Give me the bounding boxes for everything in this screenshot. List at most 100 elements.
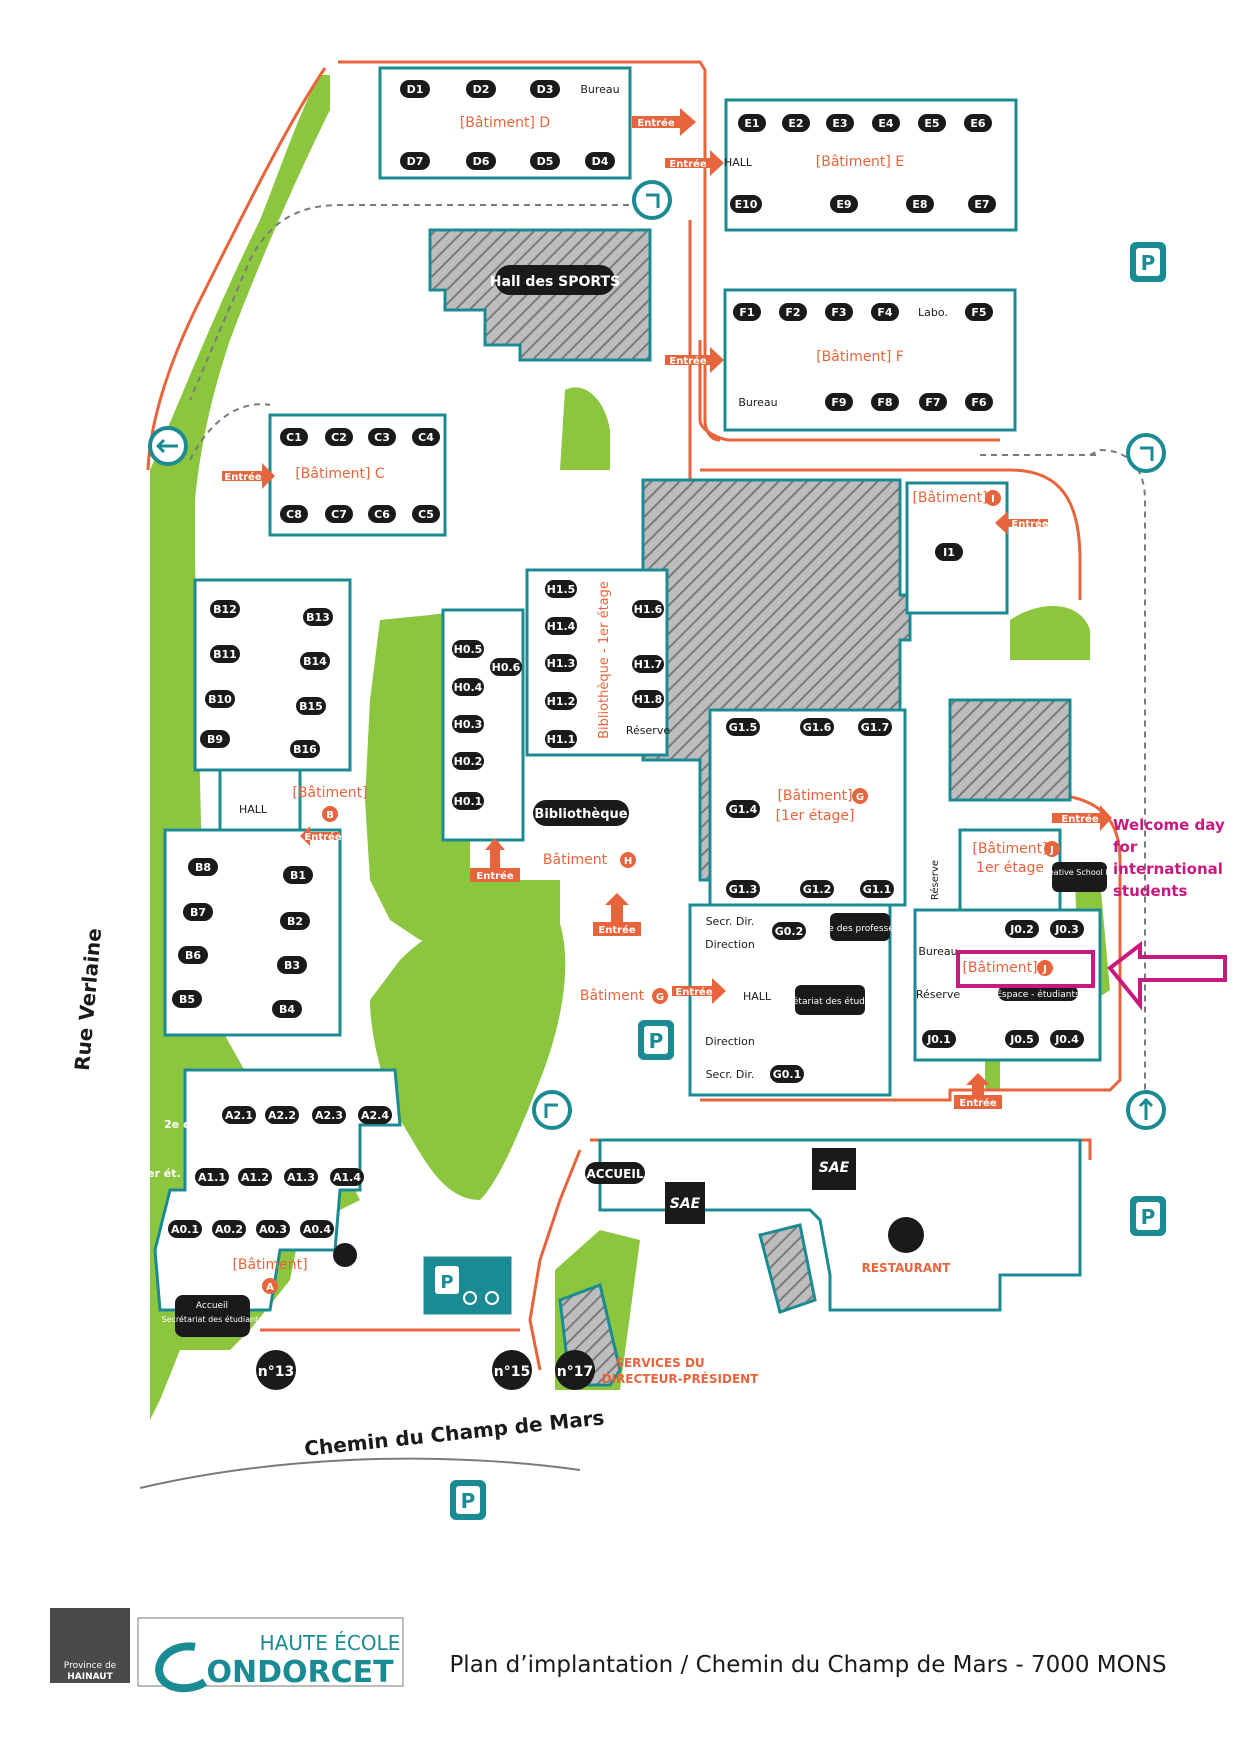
room-pills-d-bottom: D7 D6 D5 D4: [400, 152, 615, 170]
entree-d: Entrée: [637, 117, 674, 129]
building-d-label: [Bâtiment] D: [460, 115, 550, 131]
room-c4: C4: [418, 431, 434, 444]
room-d3: D3: [537, 83, 554, 96]
room-j04: J0.4: [1054, 1033, 1079, 1046]
room-h12: H1.2: [547, 695, 576, 708]
room-a04: A0.4: [303, 1223, 331, 1236]
building-e-label: [Bâtiment] E: [816, 154, 904, 170]
building-j-letter-2: J: [1042, 964, 1047, 975]
building-i-label: [Bâtiment]: [912, 490, 987, 506]
building-e[interactable]: E1 E2 E3 E4 E5 E6 HALL [Bâtiment] E E10 …: [724, 114, 996, 213]
svg-text:SAE: SAE: [670, 1196, 701, 1212]
bike-parking-icon[interactable]: P: [435, 1266, 499, 1305]
room-b8: B8: [195, 861, 211, 874]
entree-e: Entrée: [669, 158, 706, 170]
room-pills-d-top: D1 D2 D3 Bureau: [400, 80, 620, 98]
street-rue-verlaine: Rue Verlaine: [70, 927, 106, 1072]
condorcet-logo-frame: [137, 1617, 404, 1687]
reserve-j-2: Réserve: [916, 988, 960, 1001]
reserve-j-1: Réserve: [929, 860, 941, 900]
room-pills-f-top: F1 F2 F3 F4 Labo. F5: [733, 303, 993, 321]
building-b[interactable]: B12 B11 B10 B9 B13 B14 B15 B16 HALL [Bât…: [172, 600, 368, 1018]
building-g-label: [Bâtiment]: [777, 788, 852, 804]
room-d5: D5: [537, 155, 554, 168]
turn-right-icon[interactable]: [532, 1090, 572, 1130]
building-g-ground-letter: G: [656, 992, 664, 1003]
room-e9: E9: [836, 198, 851, 211]
building-c[interactable]: C1 C2 C3 C4 [Bâtiment] C C8 C7 C6 C5: [280, 428, 440, 523]
room-b9: B9: [207, 733, 223, 746]
sae-logo-2: [812, 1148, 856, 1190]
number-13: n°13: [258, 1364, 294, 1380]
welcome-day-annotation[interactable]: Welcome day for international students: [956, 816, 1230, 1011]
reserve-h: Réserve: [626, 724, 670, 737]
secretariat-g: Secrétariat des étudiants: [773, 996, 887, 1007]
entree-f: Entrée: [669, 355, 706, 367]
room-a03: A0.3: [259, 1223, 287, 1236]
hall-des-sports[interactable]: Hall des SPORTS: [490, 265, 620, 295]
room-h14: H1.4: [547, 620, 576, 633]
parking-signs[interactable]: P P P P P: [435, 242, 1166, 1520]
parking-icon-se[interactable]: P: [1130, 1196, 1166, 1236]
room-d4: D4: [592, 155, 609, 168]
room-g02: G0.2: [775, 925, 804, 938]
entree-g: Entrée: [675, 986, 712, 998]
hall-b: HALL: [239, 803, 268, 816]
room-pills-f-bottom: F9 F8 F7 F6: [825, 393, 993, 411]
building-g[interactable]: G1.5 G1.6 G1.7 G1.4 [Bâtiment] G [1er ét…: [580, 718, 908, 1083]
j-etage: 1er étage: [976, 860, 1044, 876]
room-f2: F2: [785, 306, 800, 319]
road-outlines: [146, 60, 1122, 1371]
room-a21: A2.1: [225, 1109, 253, 1122]
building-f-label: [Bâtiment] F: [816, 349, 904, 365]
building-g-letter: G: [856, 792, 864, 803]
room-h02: H0.2: [454, 755, 483, 768]
salle-professeurs: Salle des professeurs: [812, 924, 908, 934]
parking-icon-ne[interactable]: P: [1130, 242, 1166, 282]
building-a[interactable]: 2e ét. 1er ét. RDC A2.1 A2.2 A2.3 A2.4 A…: [122, 1106, 392, 1337]
building-i[interactable]: [Bâtiment] I I1: [912, 490, 1001, 561]
building-j[interactable]: [Bâtiment] J 1er étage Creative School L…: [916, 841, 1120, 1048]
building-b-letter: B: [326, 810, 334, 821]
restaurant-label: RESTAURANT: [862, 1261, 952, 1275]
building-h-label: Bâtiment: [543, 852, 608, 868]
building-f[interactable]: F1 F2 F3 F4 Labo. F5 [Bâtiment] F Bureau…: [733, 303, 993, 411]
room-b6: B6: [185, 949, 201, 962]
footer-title: Plan d’implantation / Chemin du Champ de…: [449, 1652, 1166, 1678]
room-i1: I1: [943, 546, 955, 559]
turn-left-icon-right[interactable]: [1126, 433, 1166, 473]
street-chemin-champ-de-mars: Chemin du Champ de Mars: [303, 1405, 605, 1460]
floor-2-label: 2e ét.: [164, 1118, 200, 1131]
direction-arrows: [155, 193, 1154, 1120]
turn-left-icon-top[interactable]: [632, 180, 672, 220]
bureau-f: Bureau: [738, 396, 777, 409]
room-g17: G1.7: [861, 721, 890, 734]
parking-icon-s[interactable]: P: [450, 1480, 486, 1520]
room-f5: F5: [971, 306, 986, 319]
parking-icon-g[interactable]: P: [638, 1020, 674, 1060]
room-b12: B12: [213, 603, 237, 616]
labo-f: Labo.: [918, 306, 948, 319]
room-h13: H1.3: [547, 657, 576, 670]
floor-0-label: RDC: [122, 1218, 148, 1231]
room-d7: D7: [407, 155, 424, 168]
room-c2: C2: [331, 431, 347, 444]
room-j03: J0.3: [1054, 923, 1079, 936]
room-e3: E3: [832, 117, 847, 130]
room-e2: E2: [788, 117, 803, 130]
svg-text:P: P: [1141, 251, 1156, 275]
secr-dir-1: Secr. Dir.: [706, 915, 755, 928]
room-h03: H0.3: [454, 718, 483, 731]
room-b7: B7: [190, 906, 206, 919]
building-h[interactable]: H0.5 H0.4 H0.3 H0.2 H0.1 H0.6 H1.5 H1.4 …: [452, 580, 670, 868]
room-b1: B1: [290, 869, 306, 882]
annotation-arrow-icon: [1107, 940, 1227, 1011]
room-a01: A0.1: [171, 1223, 199, 1236]
svg-text:P: P: [461, 1489, 476, 1513]
building-d[interactable]: D1 D2 D3 Bureau [Bâtiment] D D7 D6 D5 D4: [400, 80, 620, 170]
direction-2: Direction: [705, 1035, 755, 1048]
secr-dir-2: Secr. Dir.: [706, 1068, 755, 1081]
room-a13: A1.3: [287, 1171, 315, 1184]
